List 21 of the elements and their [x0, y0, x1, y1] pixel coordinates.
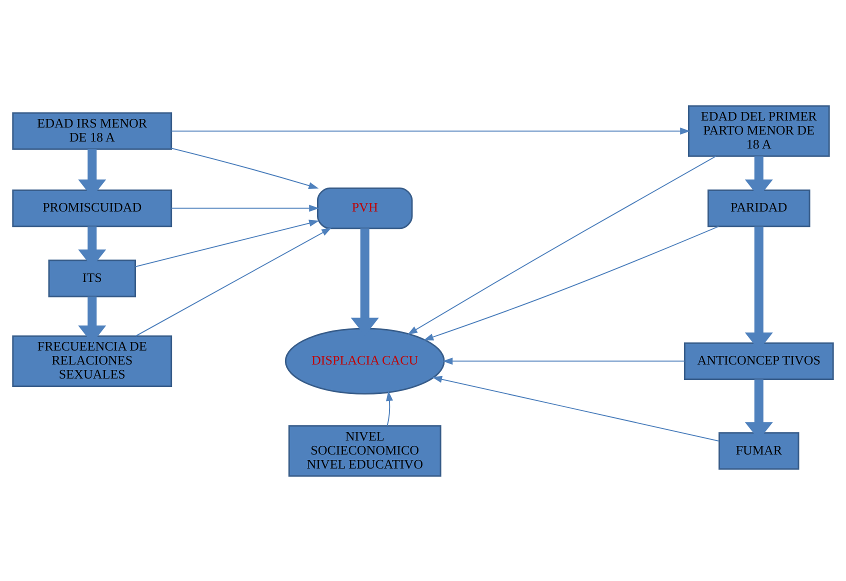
node-box: EDAD DEL PRIMER PARTO MENOR DE 18 A	[688, 104, 830, 156]
node-box: ANTICONCEP TIVOS	[684, 342, 834, 380]
node-box: PVH	[316, 186, 413, 229]
node-box: EDAD IRS MENOR DE 18 A	[12, 112, 172, 150]
node-box: FUMAR	[718, 432, 800, 470]
arrow	[432, 375, 720, 442]
arrow	[78, 296, 106, 343]
arrow	[407, 155, 716, 334]
node-box: PROMISCUIDAD	[12, 188, 172, 227]
node-box: PARIDAD	[708, 188, 810, 227]
arrow	[442, 357, 684, 364]
arrow	[171, 147, 319, 189]
arrow	[386, 390, 394, 426]
arrow	[423, 225, 719, 340]
node-box: ITS	[48, 259, 136, 297]
arrow	[135, 219, 320, 267]
arrow	[136, 227, 332, 336]
node-box: FRECUEENCIA DE RELACIONES SEXUALES	[12, 334, 172, 386]
arrow	[172, 127, 690, 134]
arrow	[172, 204, 320, 212]
node-box: NIVEL SOCIECONOMICO NIVEL EDUCATIVO	[288, 424, 442, 476]
